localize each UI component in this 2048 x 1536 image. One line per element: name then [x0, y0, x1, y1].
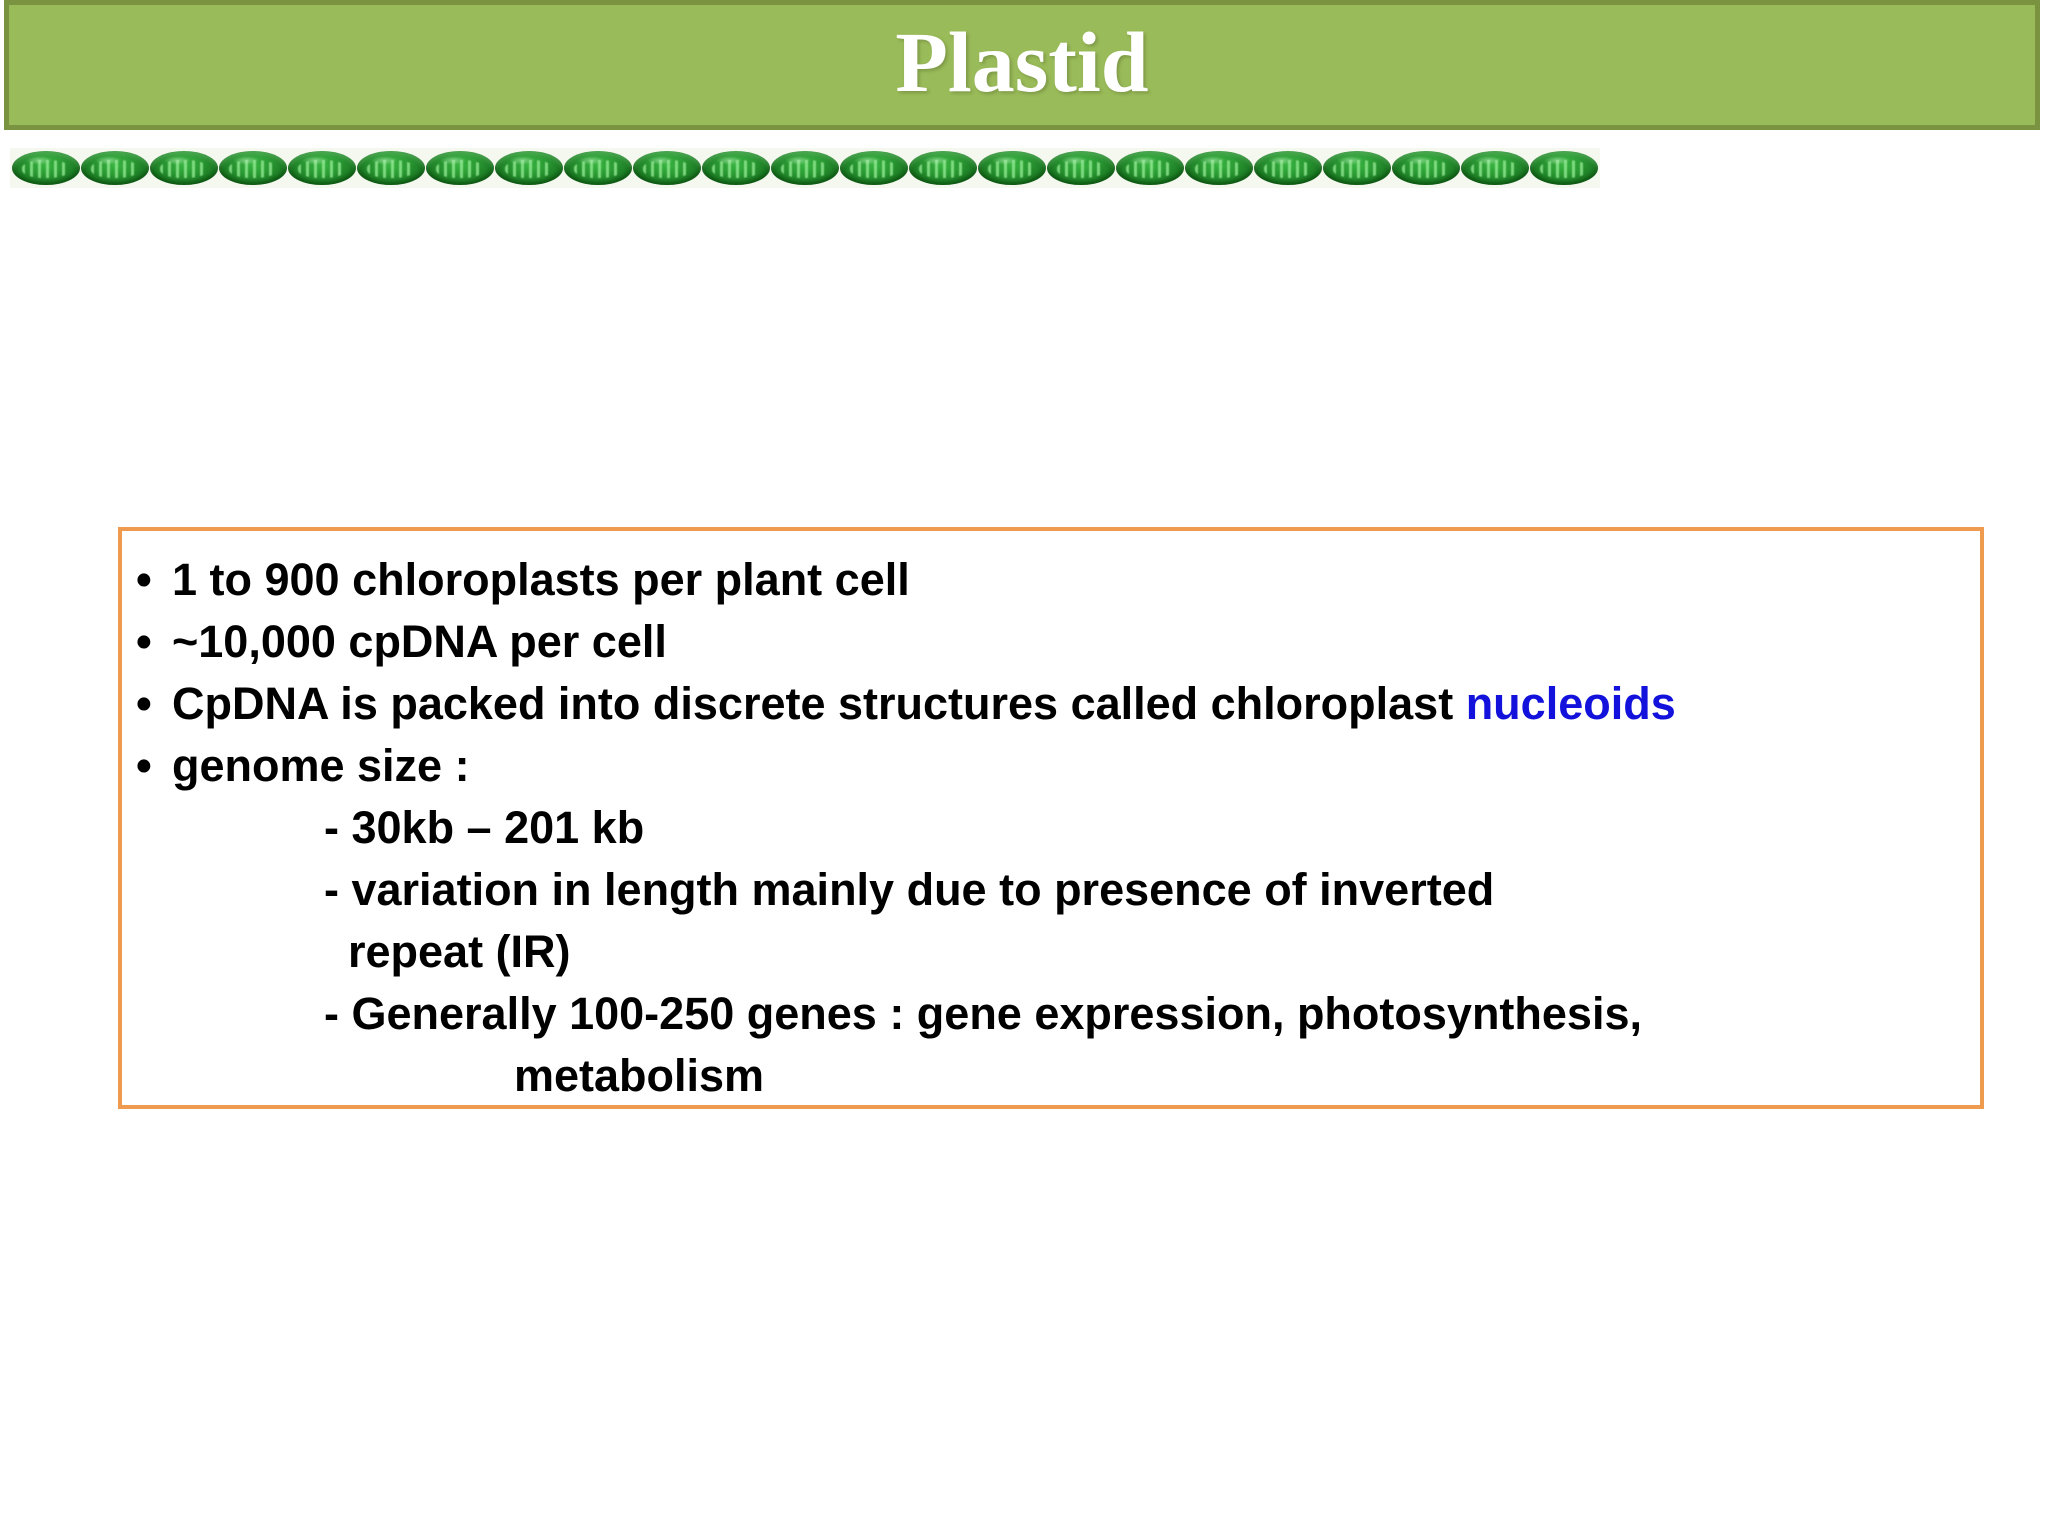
chloroplast-icon: [495, 151, 563, 185]
chloroplast-icon: [702, 151, 770, 185]
sub-item-variation: - variation in length mainly due to pres…: [324, 864, 1495, 915]
chloroplast-icon: [150, 151, 218, 185]
bullet-text: ~10,000 cpDNA per cell: [172, 616, 667, 667]
page-title: Plastid: [895, 14, 1149, 110]
chloroplast-icon: [1530, 151, 1598, 185]
bullet-text: genome size :: [172, 740, 470, 791]
chloroplast-icon: [771, 151, 839, 185]
chloroplast-strip: [10, 148, 1600, 188]
sub-item-gene-count-continued: metabolism: [514, 1050, 765, 1101]
bullet-marker-icon: •: [136, 740, 152, 791]
bullet-item-nucleoids: • CpDNA is packed into discrete structur…: [136, 673, 1966, 735]
chloroplast-icon: [1185, 151, 1253, 185]
chloroplast-icon: [12, 151, 80, 185]
bullet-item-cpdna-count: • ~10,000 cpDNA per cell: [136, 611, 1966, 673]
sub-item-gene-count: - Generally 100-250 genes : gene express…: [324, 988, 1642, 1039]
chloroplast-icon: [219, 151, 287, 185]
bullet-marker-icon: •: [136, 616, 152, 667]
chloroplast-icon: [81, 151, 149, 185]
chloroplast-icon: [840, 151, 908, 185]
chloroplast-icon: [1047, 151, 1115, 185]
chloroplast-icon: [978, 151, 1046, 185]
chloroplast-icon: [633, 151, 701, 185]
chloroplast-icon: [426, 151, 494, 185]
bullet-marker-icon: •: [136, 678, 152, 729]
bullet-text-highlight: nucleoids: [1465, 678, 1676, 729]
bullet-item-chloroplast-count: • 1 to 900 chloroplasts per plant cell: [136, 549, 1966, 611]
chloroplast-icon: [1392, 151, 1460, 185]
bullet-list: • 1 to 900 chloroplasts per plant cell •…: [136, 549, 1966, 1107]
bullet-text: 1 to 900 chloroplasts per plant cell: [172, 554, 910, 605]
chloroplast-icon: [1116, 151, 1184, 185]
bullet-text-plain: CpDNA is packed into discrete structures…: [172, 678, 1466, 729]
bullet-item-genome-size: • genome size :: [136, 735, 1966, 797]
bullet-marker-icon: •: [136, 554, 152, 605]
content-box: • 1 to 900 chloroplasts per plant cell •…: [118, 527, 1984, 1109]
sub-item-genome-range: - 30kb – 201 kb: [324, 802, 645, 853]
bullet-text: CpDNA is packed into discrete structures…: [172, 673, 1676, 735]
chloroplast-icon: [1461, 151, 1529, 185]
chloroplast-icon: [288, 151, 356, 185]
slide-title-banner: Plastid: [4, 0, 2040, 130]
chloroplast-icon: [564, 151, 632, 185]
chloroplast-icon: [1323, 151, 1391, 185]
chloroplast-icon: [1254, 151, 1322, 185]
sub-item-variation-continued: repeat (IR): [348, 926, 571, 977]
chloroplast-icon: [357, 151, 425, 185]
chloroplast-icon: [909, 151, 977, 185]
